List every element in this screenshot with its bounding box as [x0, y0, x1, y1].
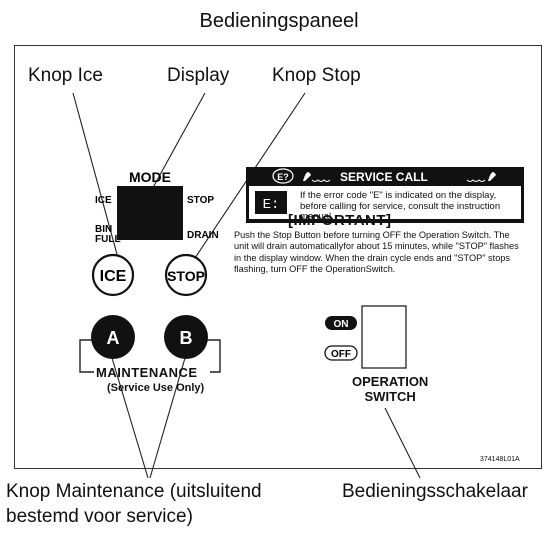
- ice-button[interactable]: ICE: [91, 253, 135, 297]
- operation-switch-label: OPERATION SWITCH: [352, 374, 428, 404]
- maintenance-b-button[interactable]: B: [164, 315, 208, 359]
- switch-on-label-bg: [325, 316, 357, 330]
- part-code: 374148L01A: [480, 456, 520, 463]
- control-panel: [14, 45, 542, 469]
- callout-maintenance-line2: bestemd voor service): [6, 506, 193, 527]
- callout-stop-button: Knop Stop: [272, 65, 361, 86]
- wave-right-icon: [466, 179, 486, 182]
- error-code-display: [255, 191, 287, 214]
- maintenance-sublabel: (Service Use Only): [107, 382, 205, 394]
- phone-left-icon: [303, 172, 311, 181]
- operation-switch[interactable]: [361, 305, 407, 369]
- switch-off-label-bg: [324, 345, 358, 361]
- operation-switch-label-line2: SWITCH: [364, 389, 416, 404]
- leader-line-maintenance-a: [111, 357, 149, 479]
- diagram-title: Bedieningspaneel: [199, 10, 359, 32]
- maintenance-bracket: [79, 339, 221, 373]
- leader-line-ice: [72, 92, 119, 259]
- operation-switch-label-line1: OPERATION: [352, 374, 429, 389]
- leader-line-switch: [384, 407, 421, 479]
- service-call-title: SERVICE CALL: [340, 170, 428, 184]
- error-badge: [272, 168, 294, 184]
- important-text: Push the Stop Button before turning OFF …: [234, 230, 519, 275]
- display-window: [117, 186, 183, 240]
- wave-left-icon: [311, 179, 331, 182]
- service-call-body-area: [249, 186, 521, 219]
- callout-display: Display: [167, 65, 230, 86]
- maintenance-a-button[interactable]: A: [91, 315, 135, 359]
- indicator-full: FULL: [95, 234, 121, 245]
- maintenance-b-label: B: [180, 328, 193, 348]
- indicator-stop: STOP: [187, 195, 214, 206]
- ice-button-label: ICE: [100, 268, 127, 285]
- error-badge-text: E?: [277, 172, 289, 182]
- maintenance-label: MAINTENANCE: [96, 365, 198, 380]
- service-call-box: E? SERVICE CALL E:: [246, 167, 524, 223]
- leader-line-maintenance-b: [149, 357, 186, 479]
- stop-button[interactable]: STOP: [164, 253, 208, 297]
- maintenance-a-label: A: [107, 328, 120, 348]
- phone-right-icon: [488, 172, 496, 181]
- important-title: [IMPORTANT]: [288, 212, 392, 229]
- indicator-drain: DRAIN: [187, 230, 219, 241]
- indicator-bin: BIN: [95, 224, 112, 235]
- callout-ice-button: Knop Ice: [28, 65, 103, 86]
- leader-line-display: [149, 92, 206, 194]
- stop-button-label: STOP: [167, 268, 205, 284]
- service-call-text: If the error code "E" is indicated on th…: [300, 190, 501, 222]
- switch-on-label: ON: [334, 319, 349, 330]
- indicator-ice: ICE: [95, 195, 112, 206]
- switch-off-label: OFF: [331, 349, 351, 360]
- mode-label: MODE: [129, 169, 171, 185]
- callout-maintenance-line1: Knop Maintenance (uitsluitend: [6, 481, 262, 502]
- error-code-text: E:: [263, 197, 280, 213]
- callout-operation-switch: Bedieningsschakelaar: [342, 481, 528, 502]
